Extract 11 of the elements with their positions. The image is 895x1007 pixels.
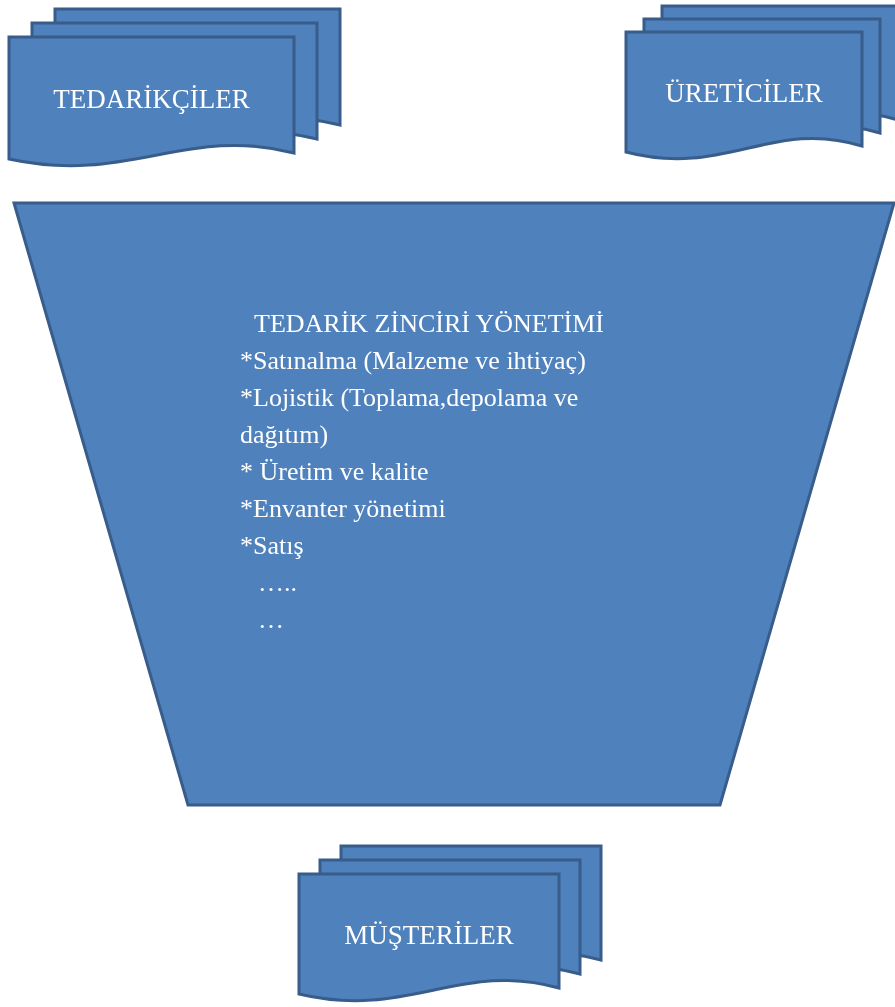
list-item: *Satış [240, 530, 304, 562]
node-label: MÜŞTERİLER [344, 919, 514, 951]
heading: TEDARİK ZİNCİRİ YÖNETİMİ [253, 308, 604, 340]
ellipsis-text: … [257, 604, 284, 636]
list-item: *Envanter yönetimi [240, 493, 446, 525]
list-item: *Satınalma (Malzeme ve ihtiyaç) [240, 345, 586, 377]
list-item: * Üretim ve kalite [240, 456, 429, 488]
list-item: *Lojistik (Toplama,depolama ve dağıtım) [240, 382, 580, 451]
node-label: TEDARİKÇİLER [53, 83, 250, 115]
node-label: ÜRETİCİLER [665, 77, 823, 109]
ellipsis-text: ….. [257, 567, 297, 599]
